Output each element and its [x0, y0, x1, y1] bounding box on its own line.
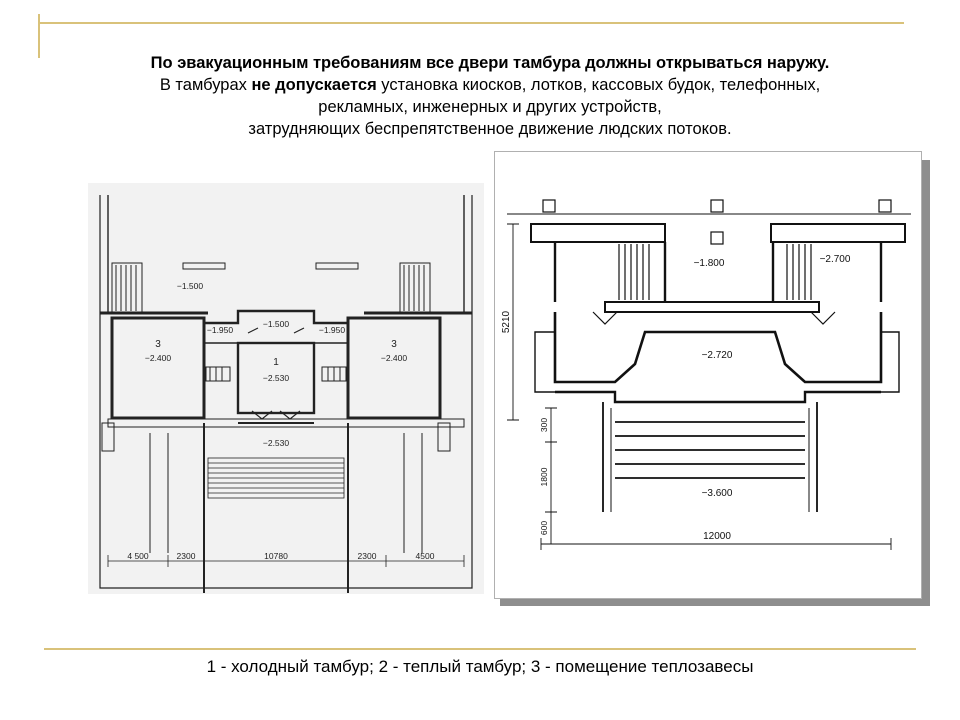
room1-number: 1 [273, 357, 279, 368]
left-dim-1: 4 500 [127, 551, 149, 561]
right-dim-c: 600 [539, 521, 549, 535]
left-level-top: −1.500 [177, 281, 204, 291]
right-plan-drawing: −1.800 −2.700 −2.720 −3.600 12000 5210 3… [501, 199, 911, 550]
left-dim-2: 2300 [177, 551, 196, 561]
heading-line-1: По эвакуационным требованиям все двери т… [150, 54, 830, 72]
left-dim-3: 10780 [264, 551, 288, 561]
legend-caption: 1 - холодный тамбур; 2 - теплый тамбур; … [206, 657, 754, 676]
right-dim-a: 300 [539, 418, 549, 432]
emphasis-not-allowed: не допускается [251, 76, 377, 94]
left-dim-5: 4500 [416, 551, 435, 561]
left-level-lower: −2.530 [263, 438, 290, 448]
heading-line-2: В тамбурах не допускается установка киос… [159, 76, 821, 94]
bottom-rule [44, 648, 916, 650]
room3-right-number: 3 [391, 339, 397, 350]
heading-line-4: затрудняющих беспрепятственное движение … [248, 120, 732, 138]
vestibule-plan-left: −1.500 −1.500 −1.950 −1.950 3 −2.400 3 −… [88, 183, 484, 594]
heading-line-3: рекламных, инженерных и других устройств… [318, 98, 662, 116]
right-level-center: −2.720 [702, 350, 733, 361]
left-plan-drawing: −1.500 −1.500 −1.950 −1.950 3 −2.400 3 −… [99, 195, 473, 593]
right-level-left: −1.800 [694, 258, 725, 269]
top-rule [38, 22, 904, 24]
vestibule-plan-right: −1.800 −2.700 −2.720 −3.600 12000 5210 3… [494, 151, 922, 599]
left-level-small-left: −1.950 [207, 325, 234, 335]
slide-heading: По эвакуационным требованиям все двери т… [40, 52, 940, 140]
right-dim-width: 12000 [703, 531, 731, 542]
room3-left-number: 3 [155, 339, 161, 350]
left-level-mid: −1.500 [263, 319, 290, 329]
left-level-small-right: −1.950 [319, 325, 346, 335]
room3-left-level: −2.400 [145, 353, 172, 363]
right-dim-height: 5210 [501, 310, 512, 333]
right-level-right: −2.700 [820, 254, 851, 265]
right-level-bottom: −3.600 [702, 488, 733, 499]
room1-level: −2.530 [263, 373, 290, 383]
left-dim-4: 2300 [358, 551, 377, 561]
room3-right-level: −2.400 [381, 353, 408, 363]
right-dim-b: 1800 [539, 467, 549, 486]
left-rule [38, 14, 40, 58]
